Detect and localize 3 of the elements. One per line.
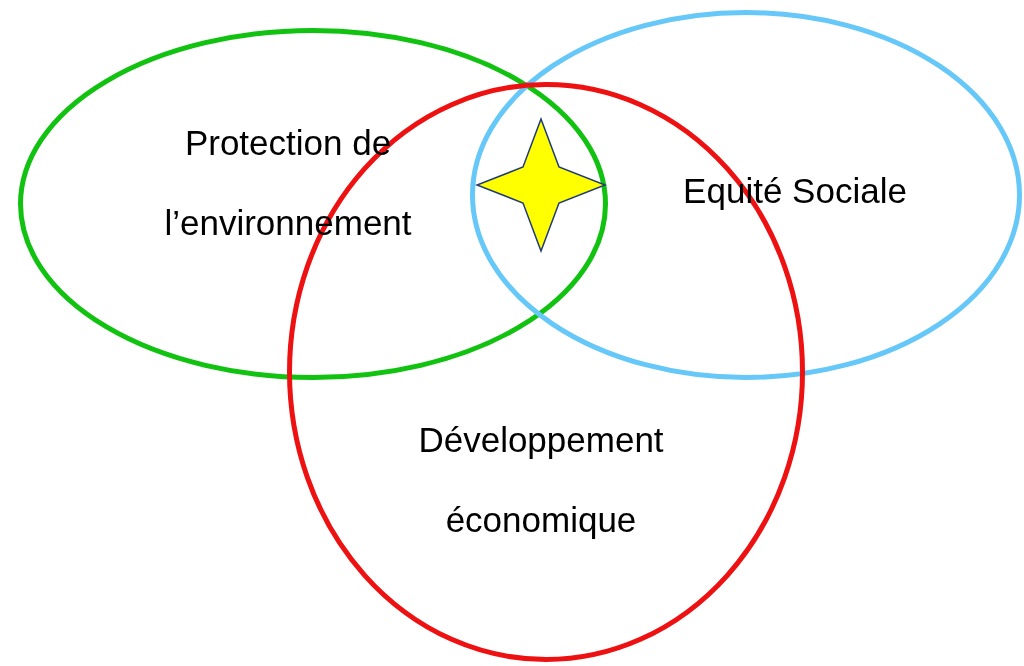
circle-label: Développement économique xyxy=(417,419,665,541)
venn-ellipse xyxy=(18,28,608,380)
venn-ellipse xyxy=(470,10,1022,380)
